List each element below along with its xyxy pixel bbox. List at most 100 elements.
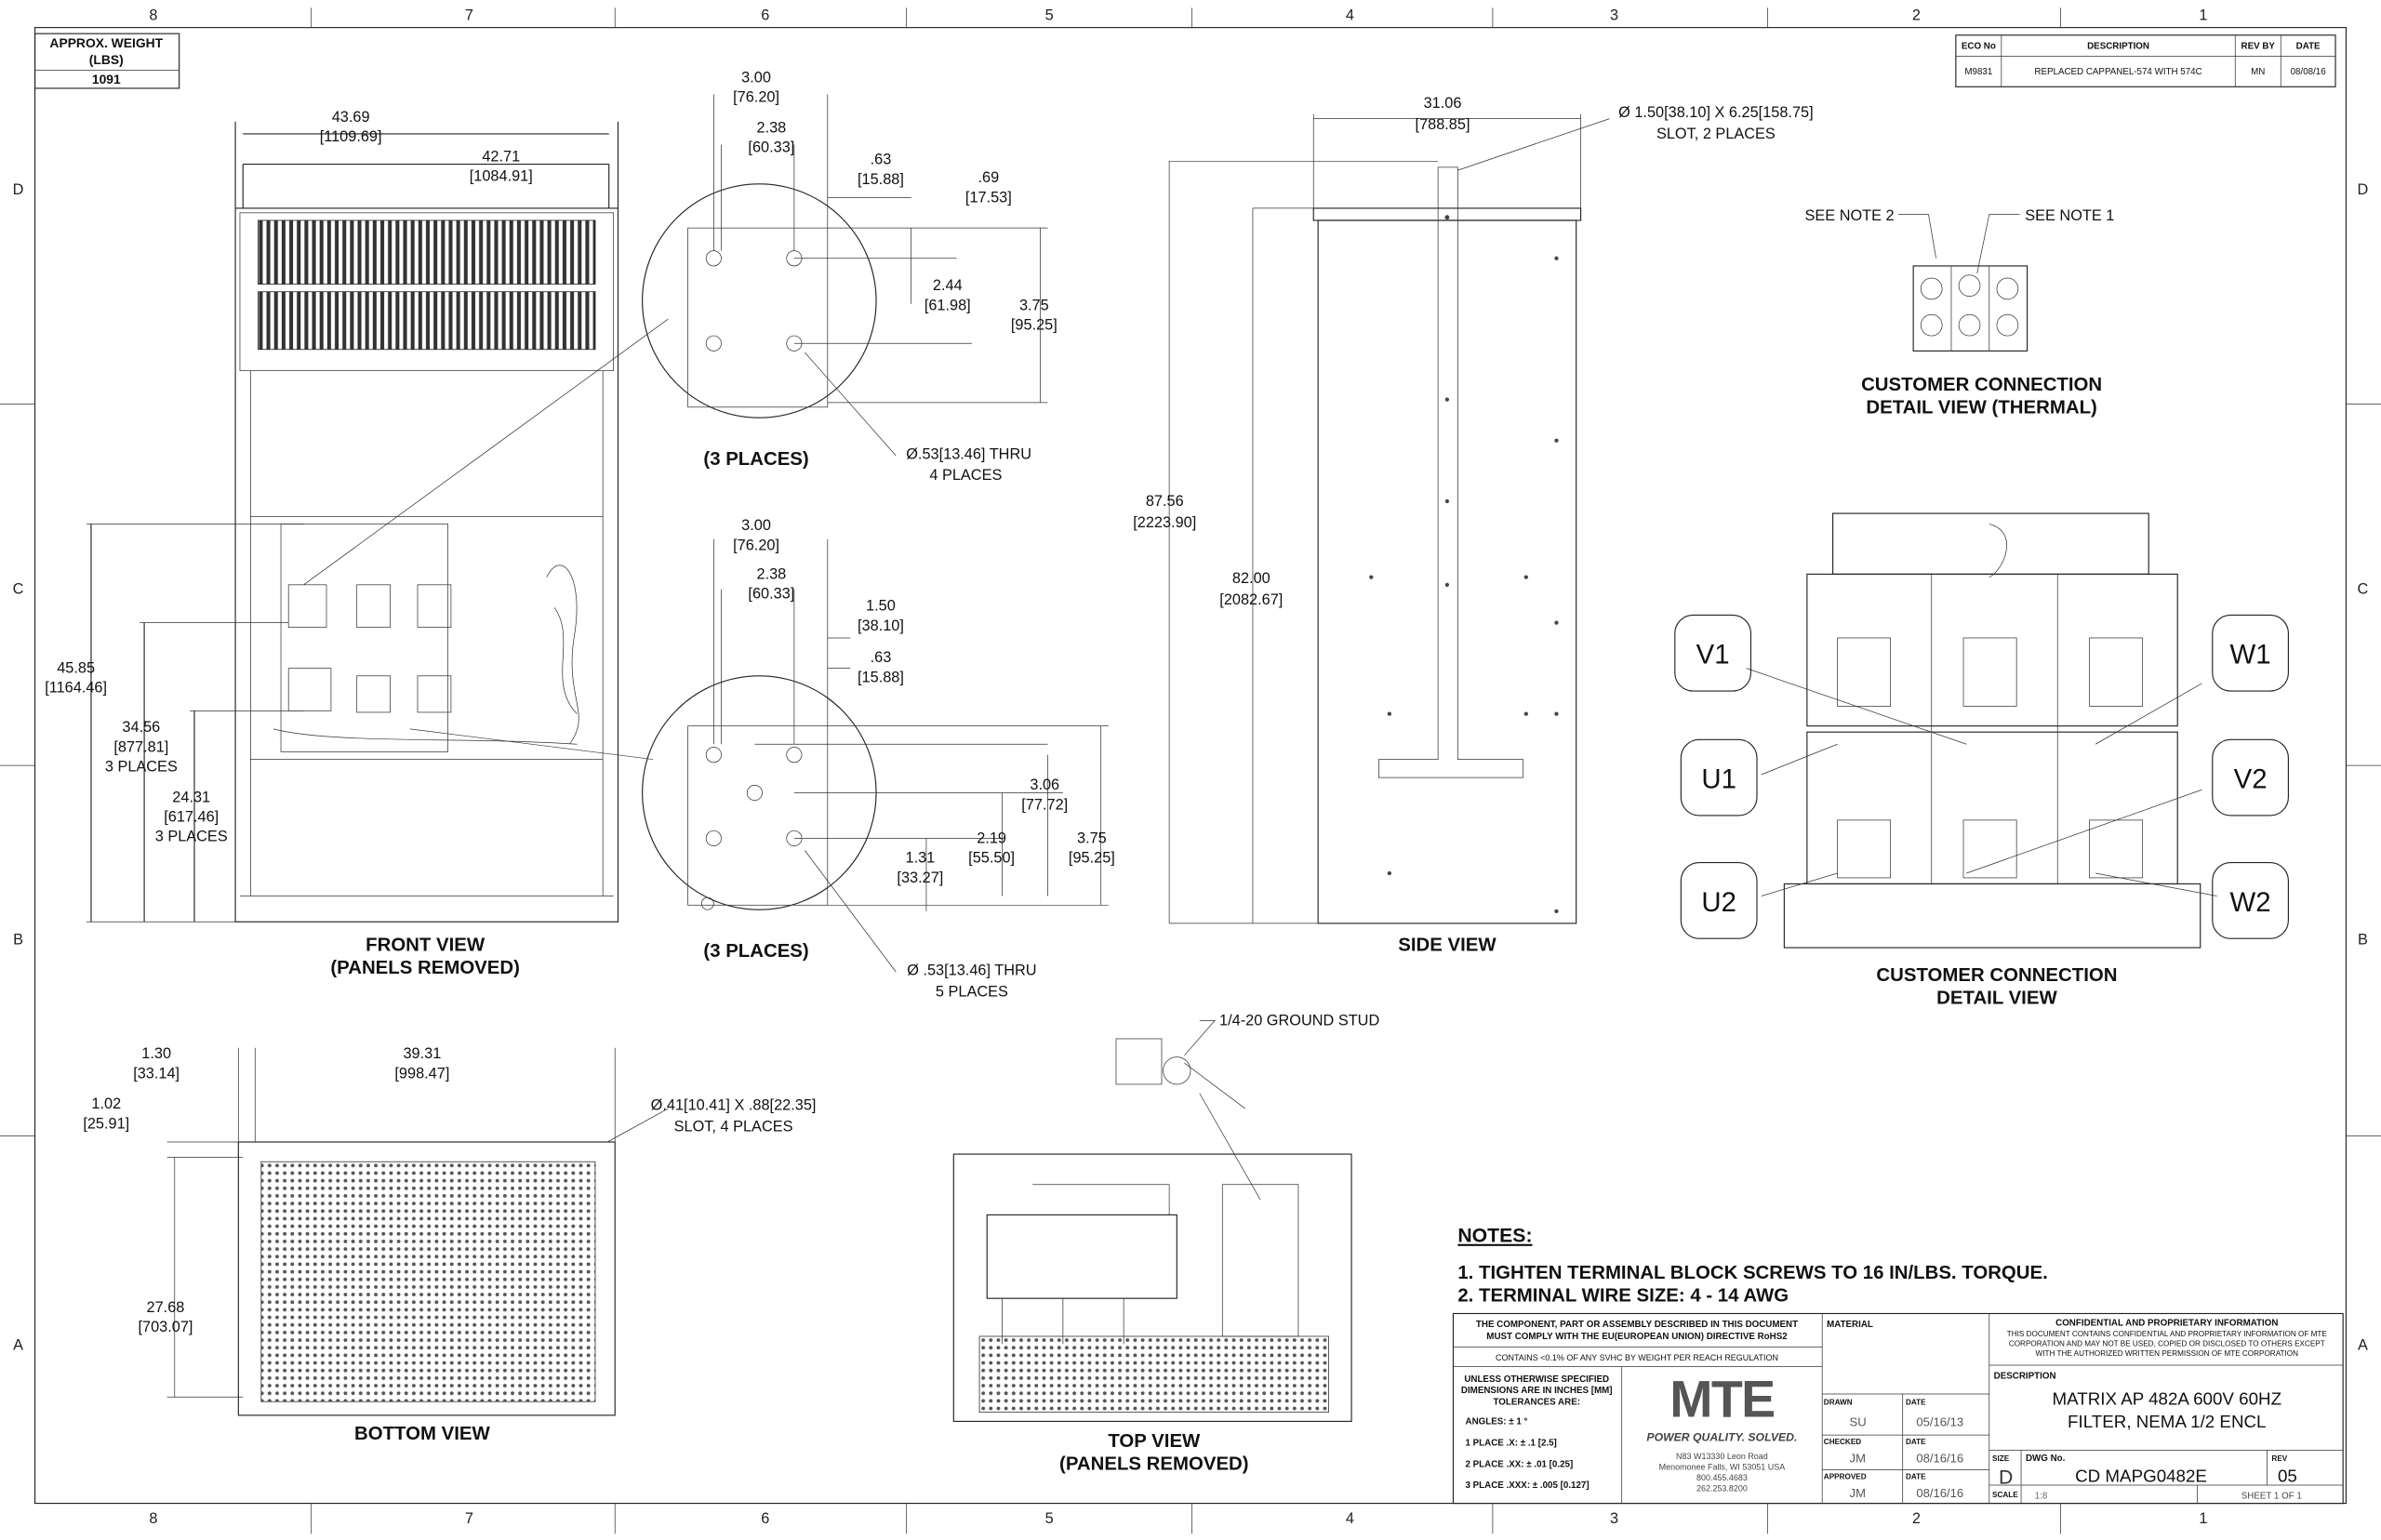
detail-lower-dims-3-v: .63 [871, 649, 892, 666]
title-block-description-label: DESCRIPTION [1994, 1372, 2056, 1382]
detail-lower-dims-1-v: 2.38 [757, 565, 787, 582]
title-block-tol-angles: ANGLES: ± 1 ° [1466, 1417, 1528, 1427]
weight-box-label-line2: (LBS) [89, 52, 124, 67]
notes-heading: NOTES: [1457, 1226, 1532, 1247]
zone-markers: 8 7 6 5 4 3 2 1 8 7 6 5 4 3 2 1 D C B A … [0, 7, 2381, 1534]
zones-columns-3: 5 [1045, 7, 1054, 23]
bottom-view-dims-2-v: 1.02 [91, 1095, 121, 1112]
zones-columns-5: 3 [1610, 7, 1618, 23]
zones-columns-0: 8 [149, 7, 157, 23]
connection-detail: V1 W1 U1 V2 U2 W2 CUSTOMER CONNECTION DE… [1674, 512, 2289, 1008]
revision-block-headers-3: DATE [2296, 41, 2321, 51]
top-view: 1/4-20 GROUND STUD TOP VIEW (PANELS REMO… [952, 1012, 1379, 1475]
connection-detail-subtitle: DETAIL VIEW [1936, 988, 2057, 1008]
title-block-approved-label: APPROVED [1824, 1472, 1867, 1480]
detail-lower-dims-1-mm: [60.33] [748, 586, 794, 603]
detail-upper-dims-0-v: 3.00 [741, 69, 771, 86]
revision-block-rows-0-3: 08/08/16 [2291, 67, 2327, 77]
side-view-dims-1-v: 87.56 [1146, 493, 1184, 510]
zones-columns-1: 7 [465, 7, 473, 23]
detail-lower-dims-6-mm: [33.27] [897, 870, 943, 886]
top-view-title: TOP VIEW [1108, 1431, 1201, 1452]
zones-rows-1: C [2358, 581, 2369, 598]
weight-box-value: 1091 [92, 72, 121, 86]
front-view-dims-4-note: 3 PLACES [155, 829, 228, 845]
side-view-dims-2-v: 82.00 [1232, 570, 1270, 587]
title-block-conf-line2: CORPORATION AND MAY NOT BE USED, COPIED … [2009, 1340, 2325, 1348]
detail-upper-dims-4-v: 2.44 [933, 277, 963, 294]
detail-lower-dims-2-mm: [38.10] [858, 617, 904, 634]
title-block-date-label: DATE [1906, 1438, 1926, 1446]
weight-box-label-line1: APPROX. WEIGHT [49, 35, 163, 50]
side-view-dims-0-v: 31.06 [1424, 95, 1462, 112]
title-block-tol-line1: UNLESS OTHERWISE SPECIFIED [1464, 1374, 1609, 1385]
detail-upper-dims-2-mm: [15.88] [858, 171, 904, 188]
detail-lower-hole-count: 5 PLACES [936, 983, 1008, 1000]
front-view-dims-0-mm: [1109.69] [320, 128, 382, 145]
revision-block-headers-0: ECO No [1962, 41, 1996, 51]
title-block-rev-label: REV [2271, 1454, 2287, 1463]
front-view-subtitle: (PANELS REMOVED) [330, 958, 520, 978]
revision-block: ECO No DESCRIPTION REV BY DATE M9831 REP… [1955, 34, 2336, 87]
detail-upper-hole-note: Ø.53[13.46] THRU [906, 445, 1031, 462]
zones-columns-2: 6 [761, 7, 769, 23]
top-view-subtitle: (PANELS REMOVED) [1059, 1454, 1249, 1475]
detail-lower-dims-4-mm: [77.72] [1021, 796, 1068, 813]
side-view-dims-1-mm: [2223.90] [1133, 514, 1196, 531]
notes-items-1: 2. TERMINAL WIRE SIZE: 4 - 14 AWG [1457, 1285, 1789, 1306]
detail-upper-dims-0-mm: [76.20] [733, 89, 779, 106]
zones-rows-0: D [13, 181, 24, 198]
detail-lower-hole-note: Ø .53[13.46] THRU [907, 962, 1036, 978]
detail-upper-dims-3-v: .69 [978, 169, 1000, 186]
revision-block-rows-0-1: REPLACED CAPPANEL-574 WITH 574C [2034, 67, 2201, 77]
detail-upper-dims-1-mm: [60.33] [748, 139, 794, 156]
thermal-detail-note2: SEE NOTE 2 [1805, 207, 1895, 224]
title-block-rev: 05 [2278, 1467, 2297, 1486]
bottom-view-slot-note: Ø.41[10.41] X .88[22.35] [651, 1097, 817, 1114]
detail-lower-dims-0-v: 3.00 [741, 517, 771, 534]
title-block-reach: CONTAINS <0.1% OF ANY SVHC BY WEIGHT PER… [1496, 1353, 1778, 1362]
title-block-checked-date: 08/16/16 [1916, 1451, 1963, 1465]
revision-block-headers-2: REV BY [2241, 41, 2276, 51]
detail-lower-dims-4-v: 3.06 [1030, 777, 1059, 793]
detail-upper-dims-4-mm: [61.98] [924, 297, 971, 313]
thermal-detail-title: CUSTOMER CONNECTION [1861, 375, 2102, 395]
bottom-view-dims-2-mm: [25.91] [83, 1115, 129, 1132]
connection-detail-title: CUSTOMER CONNECTION [1876, 965, 2117, 986]
detail-lower-dims-0-mm: [76.20] [733, 537, 779, 553]
title-block-dwg-label: DWG No. [2026, 1454, 2066, 1464]
title-block-tol-2: 2 PLACE .XX: ± .01 [0.25] [1466, 1459, 1574, 1469]
bottom-view-dims-1-mm: [998.47] [394, 1065, 449, 1082]
title-block-address-3: 262.253.8200 [1696, 1484, 1748, 1494]
connection-detail-terminals-2: U1 [1701, 764, 1736, 795]
zones-columns-4: 4 [1346, 7, 1354, 23]
bottom-view-slot-count: SLOT, 4 PLACES [674, 1119, 793, 1135]
connection-detail-terminals-4: U2 [1701, 887, 1736, 918]
title-block-drawn-by: SU [1850, 1414, 1867, 1428]
notes: NOTES: 1. TIGHTEN TERMINAL BLOCK SCREWS … [1457, 1226, 2047, 1307]
title-block-address-2: 800.455.4683 [1696, 1473, 1748, 1482]
bottom-view: 1.30 [33.14] 39.31 [998.47] 1.02 [25.91]… [83, 1045, 816, 1444]
title-block: THE COMPONENT, PART OR ASSEMBLY DESCRIBE… [1452, 1312, 2344, 1505]
title-block-rohs-line2: MUST COMPLY WITH THE EU(EUROPEAN UNION) … [1486, 1332, 1788, 1342]
side-view: 31.06 [788.85] Ø 1.50[38.10] X 6.25[158.… [1133, 95, 1813, 955]
zones-rows-2: B [13, 932, 23, 949]
detail-lower-dims-6-v: 1.31 [906, 850, 936, 867]
front-view-dims-2-v: 45.85 [57, 660, 95, 677]
detail-upper: 3.00 [76.20] 2.38 [60.33] .63 [15.88] .6… [642, 69, 1057, 484]
title-block-dwg-no: CD MAPG0482E [2075, 1467, 2207, 1486]
terminal-labels: V1 W1 U1 V2 U2 W2 [1674, 614, 2289, 939]
front-view-dims-4-v: 24.31 [172, 789, 210, 805]
title-block-drawn-date: 05/16/13 [1916, 1414, 1963, 1428]
title-block-address-1: Menomonee Falls, WI 53051 USA [1659, 1463, 1786, 1472]
zones-columns-0: 8 [149, 1510, 157, 1527]
thermal-detail-subtitle: DETAIL VIEW (THERMAL) [1866, 397, 2096, 418]
detail-upper-hole-count: 4 PLACES [929, 467, 1002, 484]
side-view-slot-count: SLOT, 2 PLACES [1656, 126, 1776, 142]
detail-upper-dims-3-mm: [17.53] [965, 189, 1012, 206]
title-block-conf-line3: WITH THE AUTHORIZED WRITTEN PERMISSION O… [2036, 1349, 2299, 1358]
title-block-approved-by: JM [1850, 1486, 1866, 1500]
thermal-detail: SEE NOTE 2 SEE NOTE 1 CUSTOMER CONNECTIO… [1805, 207, 2115, 418]
zones-columns-7: 1 [2199, 1510, 2207, 1527]
